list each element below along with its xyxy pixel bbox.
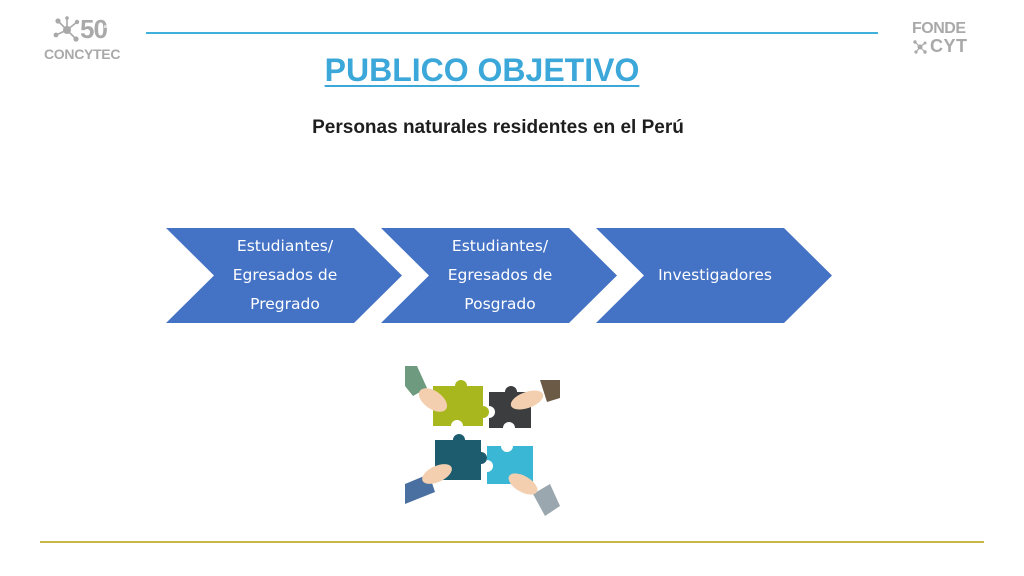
chevron-step-posgrado: Estudiantes/ Egresados de Posgrado [381, 228, 617, 323]
chevron-shape [166, 228, 402, 323]
page-title: PUBLICO OBJETIVO [324, 52, 640, 88]
top-divider [146, 32, 878, 34]
anniversary-label: años [104, 24, 116, 30]
chevron-step-investigadores: Investigadores [596, 228, 832, 323]
chevron-shape [596, 228, 832, 323]
chevron-label: Estudiantes/ Egresados de Posgrado [447, 237, 553, 313]
chevron-step-pregrado: Estudiantes/ Egresados de Pregrado [166, 228, 402, 323]
fondecyt-logo: FONDE CYT [908, 20, 988, 60]
concytec-logo: 50 años CONCYTEC [44, 14, 134, 66]
concytec-name: CONCYTEC [44, 46, 121, 62]
page-subtitle: Personas naturales residentes en el Perú [312, 117, 684, 138]
bottom-divider [40, 541, 984, 543]
puzzle-hands-icon [405, 366, 560, 516]
chevron-shape [381, 228, 617, 323]
fondecyt-line1: FONDE [912, 20, 966, 37]
fondecyt-line2: CYT [930, 36, 968, 56]
chevron-label: Investigadores [658, 266, 772, 284]
molecule-icon [53, 16, 80, 42]
molecule-small-icon [913, 40, 927, 54]
anniversary-number: 50 [80, 14, 108, 44]
chevron-label: Estudiantes/ Egresados de Pregrado [232, 237, 338, 313]
